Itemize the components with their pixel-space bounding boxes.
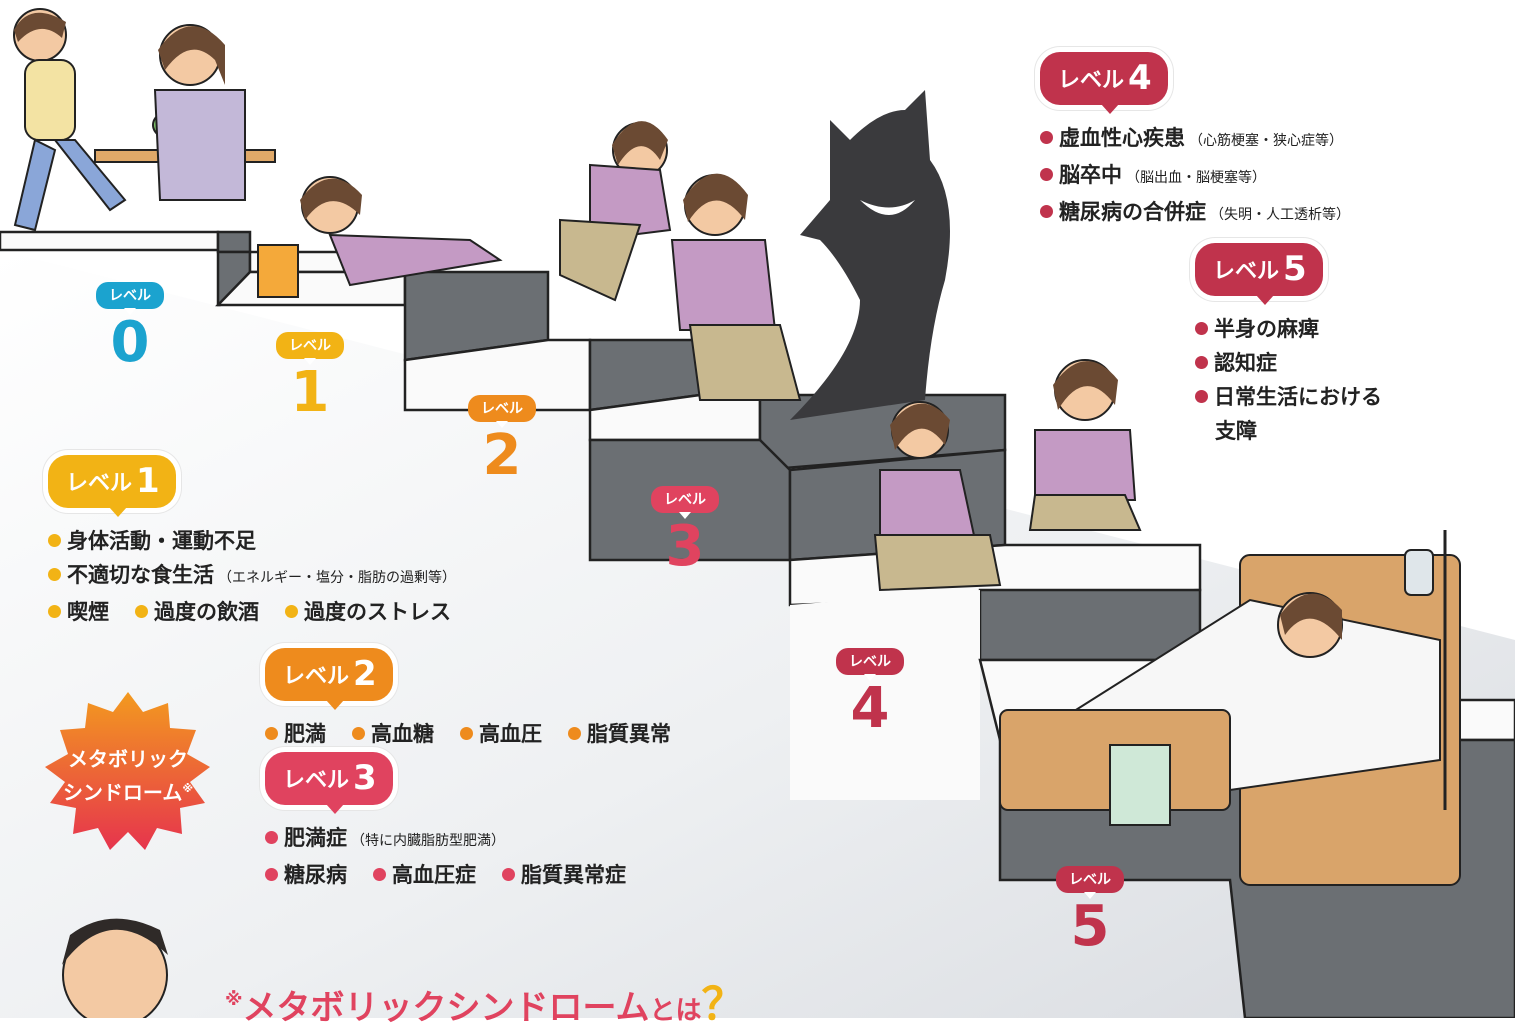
jogging-woman: [13, 8, 127, 232]
level4-list: 虚血性心疾患（心筋梗塞・狭心症等） 脳卒中（脳出血・脳梗塞等） 糖尿病の合併症（…: [1040, 121, 1350, 232]
man-face: [62, 918, 168, 1018]
list-item: 日常生活における: [1195, 380, 1382, 414]
level5-list: 半身の麻痺 認知症 日常生活における 支障: [1195, 312, 1382, 448]
step-marker-number: 3: [665, 514, 705, 579]
badge-number: 1: [136, 461, 160, 501]
metabolic-syndrome-burst: メタボリック シンドローム※: [18, 692, 238, 862]
level2-list: 肥満高血糖高血圧脂質異常: [265, 717, 697, 751]
step-marker-0: レベル 0: [75, 282, 185, 371]
step-marker-number: 5: [1070, 894, 1110, 959]
step-marker-label: レベル: [468, 395, 536, 428]
step-marker-number: 4: [850, 676, 890, 741]
badge-label: レベル: [1213, 259, 1280, 284]
list-item: 脳卒中（脳出血・脳梗塞等）: [1040, 158, 1350, 195]
step-marker-label: レベル: [276, 332, 344, 365]
step-marker-number: 2: [482, 423, 522, 488]
list-item: 不適切な食生活（エネルギー・塩分・脂肪の過剰等）: [48, 558, 477, 595]
badge-number: 5: [1283, 249, 1307, 289]
badge-label: レベル: [66, 471, 133, 496]
burst-shape: [45, 692, 210, 850]
level3-list: 肥満症（特に内臓脂肪型肥満） 糖尿病高血圧症脂質異常症: [265, 821, 652, 892]
step-marker-number: 0: [110, 310, 150, 375]
hospital-bed: [999, 530, 1461, 886]
list-item: 半身の麻痺: [1195, 312, 1382, 346]
list-item: 糖尿病の合併症（失明・人工透析等）: [1040, 195, 1350, 232]
list-item: 喫煙過度の飲酒過度のストレス: [48, 595, 477, 629]
badge-label: レベル: [283, 768, 350, 793]
step-marker-2: レベル 2: [447, 395, 557, 484]
kneeling-woman: [873, 401, 1002, 592]
tripping-woman: [559, 121, 672, 302]
badge-label: レベル: [1058, 68, 1125, 93]
step-marker-1: レベル 1: [255, 332, 365, 421]
list-item: 認知症: [1195, 346, 1382, 380]
badge-number: 2: [353, 654, 377, 694]
footer-to: とは: [649, 996, 702, 1026]
list-item: 虚血性心疾患（心筋梗塞・狭心症等）: [1040, 121, 1350, 158]
step-marker-label: レベル: [1056, 866, 1124, 899]
shadow-monster: [790, 90, 950, 420]
list-item: 肥満高血糖高血圧脂質異常: [265, 717, 697, 751]
lying-woman: [257, 176, 503, 298]
footer-text: メタボリックシンドローム: [242, 988, 650, 1028]
burst-label: メタボリック シンドローム※: [62, 747, 194, 805]
step-marker-label: レベル: [651, 486, 719, 519]
badge-label: レベル: [283, 664, 350, 689]
step-marker-label: レベル: [96, 282, 164, 315]
step-marker-4: レベル 4: [815, 648, 925, 737]
list-item: 支障: [1215, 419, 1257, 443]
head-holding-woman: [1028, 359, 1142, 531]
footer-heading: ※メタボリックシンドロームとは？: [225, 968, 746, 1030]
footer-mark: ※: [225, 989, 243, 1010]
badge-number: 3: [353, 758, 377, 798]
step-marker-label: レベル: [836, 648, 904, 681]
step-marker-5: レベル 5: [1035, 866, 1145, 955]
question-mark-icon: ？: [701, 979, 746, 1030]
level1-list: 身体活動・運動不足 不適切な食生活（エネルギー・塩分・脂肪の過剰等） 喫煙過度の…: [48, 524, 477, 629]
eating-woman: [94, 24, 276, 201]
step-marker-3: レベル 3: [630, 486, 740, 575]
staggering-woman: [670, 173, 802, 401]
list-item: 糖尿病高血圧症脂質異常症: [265, 858, 652, 892]
step-marker-number: 1: [290, 360, 330, 425]
list-item: 肥満症（特に内臓脂肪型肥満）: [265, 821, 652, 858]
list-item: 身体活動・運動不足: [48, 524, 477, 558]
badge-number: 4: [1128, 58, 1152, 98]
